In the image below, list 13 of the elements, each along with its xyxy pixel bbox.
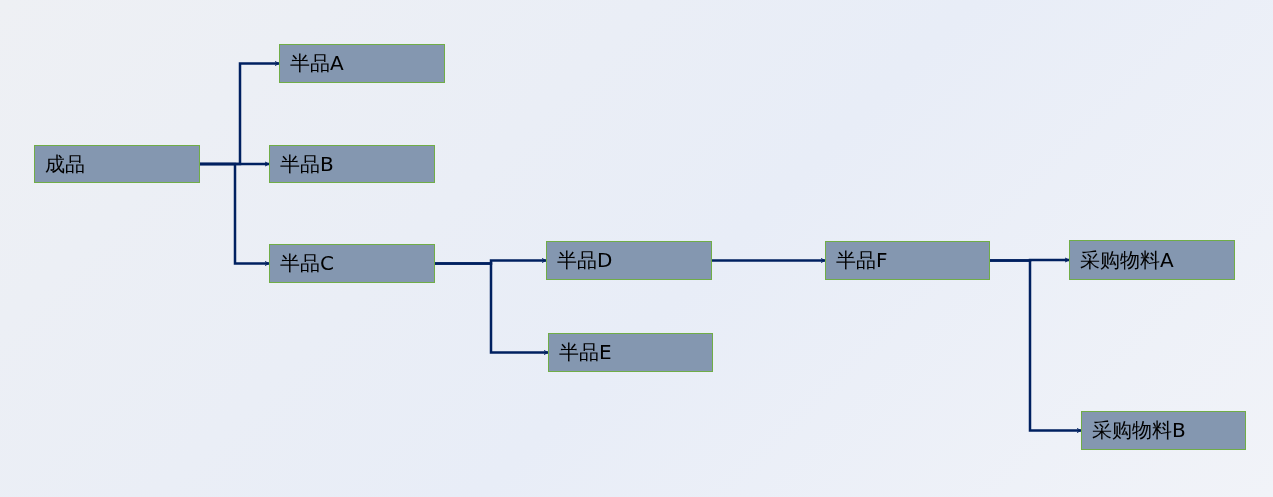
process-box: 半品E: [548, 333, 713, 372]
arrow: [200, 162, 270, 266]
process-box: 采购物料A: [1069, 240, 1235, 280]
process-box: 半品C: [269, 244, 435, 283]
process-box: 半品D: [546, 241, 712, 280]
process-box: 半品F: [825, 241, 990, 280]
arrow: [990, 259, 1082, 433]
arrow: [435, 262, 549, 355]
process-box: 半品A: [279, 44, 445, 83]
process-box: 采购物料B: [1081, 411, 1246, 450]
process-box: 半品B: [269, 145, 435, 183]
arrow: [712, 258, 826, 263]
process-box: 成品: [34, 145, 200, 183]
